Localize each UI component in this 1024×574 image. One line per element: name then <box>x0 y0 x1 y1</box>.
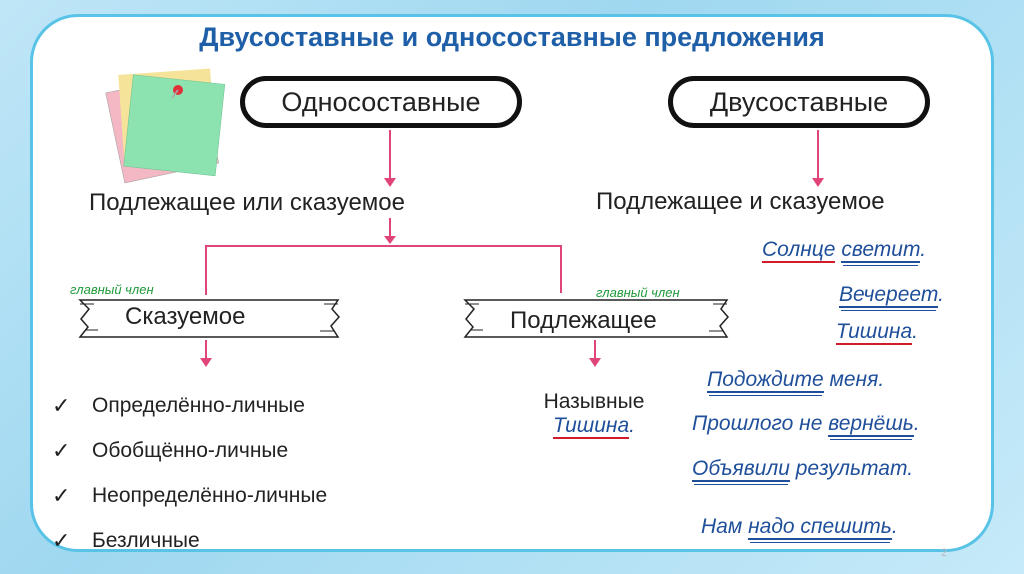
slide-title: Двусоставные и односоставные предложения <box>0 22 1024 53</box>
nominative-label: Назывные <box>520 390 668 414</box>
example-sentence: Нам надо спешить. <box>701 515 898 539</box>
single-member-types-list: ✓Определённо-личные ✓Обобщённо-личные ✓Н… <box>52 383 327 563</box>
arrow-icon <box>384 236 396 244</box>
checkmark-icon: ✓ <box>52 528 92 554</box>
arrow-icon <box>384 178 396 187</box>
checkmark-icon: ✓ <box>52 393 92 419</box>
subject-label: Подлежащее <box>510 307 657 335</box>
nominative-example: Тишина <box>553 414 629 439</box>
arrow-icon <box>812 178 824 187</box>
two-member-label: Двусоставные <box>710 87 888 117</box>
arrow-icon <box>200 358 212 367</box>
connector-line <box>205 245 562 247</box>
example-sentence: Объявили результат. <box>692 457 913 481</box>
arrow-icon <box>589 358 601 367</box>
connector-line <box>560 245 562 293</box>
connector-line <box>389 130 391 185</box>
example-sentence: Вечереет. <box>839 283 944 307</box>
predicate-label: Сказуемое <box>125 303 245 331</box>
example-sentence: Прошлого не вернёшь. <box>692 412 920 436</box>
two-member-oval: Двусоставные <box>668 76 930 128</box>
main-member-tag: главный член <box>70 282 154 297</box>
list-item: ✓Обобщённо-личные <box>52 428 327 473</box>
checkmark-icon: ✓ <box>52 438 92 464</box>
nominative-block: Назывные Тишина. <box>520 390 668 438</box>
checkmark-icon: ✓ <box>52 483 92 509</box>
example-sentence: Подождите меня. <box>707 368 884 392</box>
single-member-label: Односоставные <box>281 87 480 117</box>
example-sentence: Тишина. <box>836 320 918 344</box>
page-number: 2 <box>941 547 947 559</box>
list-item: ✓Определённо-личные <box>52 383 327 428</box>
list-item: ✓Безличные <box>52 518 327 563</box>
list-item: ✓Неопределённо-личные <box>52 473 327 518</box>
two-member-sublabel: Подлежащее и сказуемое <box>596 188 885 216</box>
sticky-notes-image <box>92 62 232 192</box>
example-sentence: Солнце светит. <box>762 238 926 262</box>
connector-line <box>205 245 207 295</box>
single-member-oval: Односоставные <box>240 76 522 128</box>
single-member-sublabel: Подлежащее или сказуемое <box>89 189 405 217</box>
connector-line <box>817 130 819 185</box>
